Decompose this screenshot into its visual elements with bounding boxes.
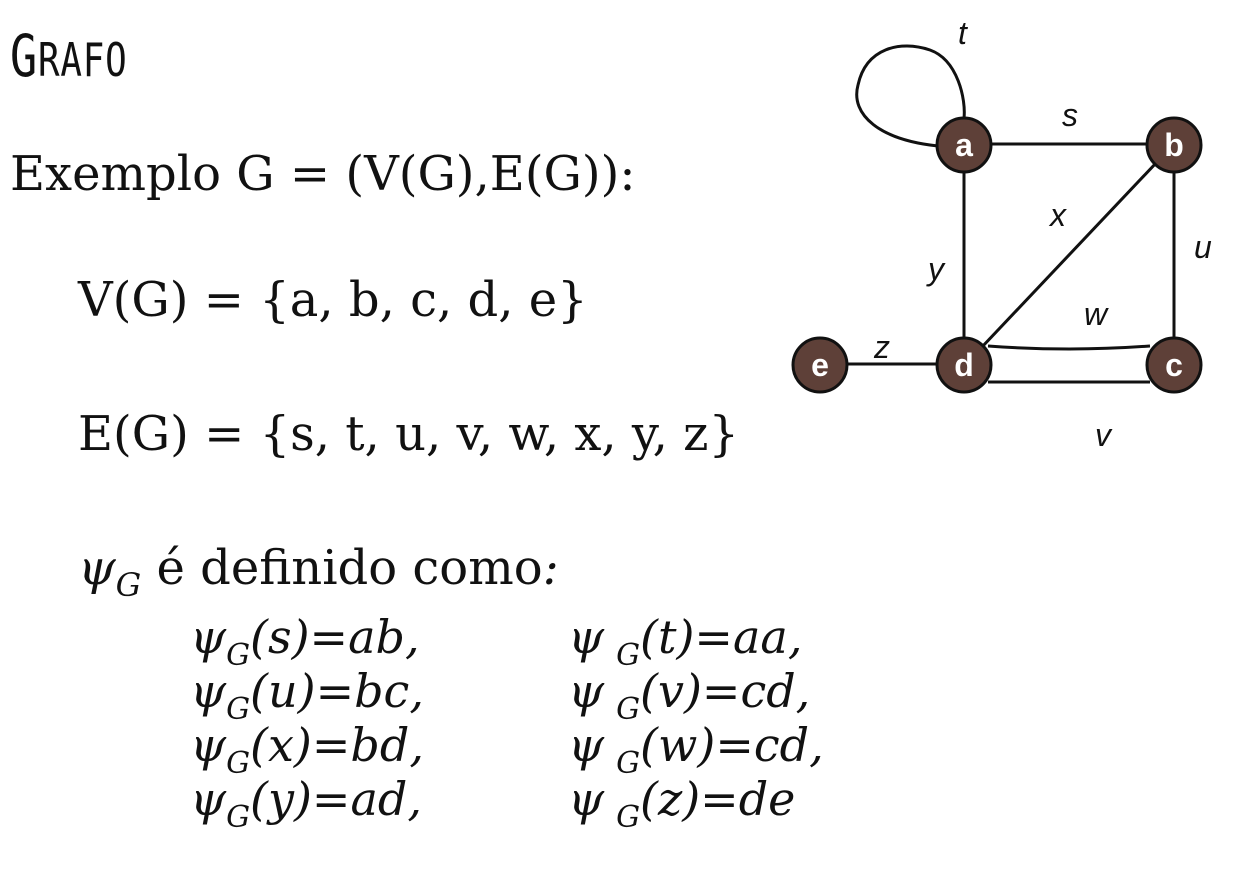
node-label-b: b: [1164, 127, 1184, 163]
psi-def-y: ψG(y)=ad,: [190, 772, 422, 835]
psi-symbol: ψ: [190, 610, 227, 664]
node-label-c: c: [1165, 347, 1183, 383]
psi-intro-colon: :: [542, 540, 559, 596]
psi-def-x: ψG(x)=bd,: [190, 718, 424, 781]
edge-set: E(G) = {s, t, u, v, w, x, y, z}: [78, 406, 740, 462]
edge-label-z: z: [873, 329, 890, 365]
psi-subscript: G: [226, 800, 251, 835]
psi-symbol: ψ: [190, 718, 227, 772]
psi-intro: ψG é definido como:: [78, 540, 559, 604]
psi-subscript: G: [616, 800, 641, 835]
psi-symbol: ψ: [190, 772, 227, 826]
psi-symbol: ψ: [78, 540, 116, 596]
psi-symbol: ψ: [568, 772, 605, 826]
node-label-d: d: [954, 347, 974, 383]
psi-def-text: (y)=ad,: [250, 772, 422, 826]
psi-def-text: (x)=bd,: [250, 718, 424, 772]
psi-symbol: ψ: [568, 664, 605, 718]
psi-subscript: G: [616, 746, 641, 781]
psi-def-text: (s)=ab,: [250, 610, 420, 664]
psi-subscript: G: [226, 692, 251, 727]
psi-def-u: ψG(u)=bc,: [190, 664, 424, 727]
node-label-e: e: [811, 347, 829, 383]
page-title: GRAFO: [10, 22, 128, 90]
edge-t: [855, 44, 966, 148]
node-a: a: [935, 116, 993, 174]
node-label-a: a: [955, 127, 973, 163]
psi-intro-text: é definido como: [141, 540, 543, 596]
node-e: e: [791, 336, 849, 394]
title-initial: G: [10, 22, 39, 90]
psi-subscript: G: [616, 638, 641, 673]
psi-def-text: (v)=cd,: [640, 664, 811, 718]
edge-label-u: u: [1194, 229, 1212, 265]
psi-symbol: ψ: [568, 718, 605, 772]
edge-label-w: w: [1084, 296, 1109, 332]
psi-subscript: G: [616, 692, 641, 727]
edge-w: [987, 344, 1151, 351]
psi-symbol: ψ: [190, 664, 227, 718]
node-c: c: [1145, 336, 1203, 394]
psi-subscript: G: [226, 638, 251, 673]
psi-def-text: (z)=de: [640, 772, 796, 826]
title-rest: RAFO: [38, 33, 128, 87]
psi-def-s: ψG(s)=ab,: [190, 610, 420, 673]
psi-subscript: G: [226, 746, 251, 781]
edge-label-s: s: [1062, 97, 1078, 133]
psi-def-text: (u)=bc,: [250, 664, 424, 718]
example-heading: Exemplo G = (V(G),E(G)):: [10, 146, 636, 202]
edge-label-t: t: [958, 15, 968, 51]
psi-subscript: G: [115, 566, 142, 604]
psi-def-text: (w)=cd,: [640, 718, 824, 772]
psi-symbol: ψ: [568, 610, 605, 664]
edge-label-x: x: [1048, 197, 1067, 233]
edge-label-v: v: [1095, 417, 1113, 453]
edge-x: [962, 142, 1176, 368]
edge-label-y: y: [926, 251, 946, 287]
node-b: b: [1145, 116, 1203, 174]
node-d: d: [935, 336, 993, 394]
vertex-set: V(G) = {a, b, c, d, e}: [78, 272, 588, 328]
psi-def-text: (t)=aa,: [640, 610, 803, 664]
